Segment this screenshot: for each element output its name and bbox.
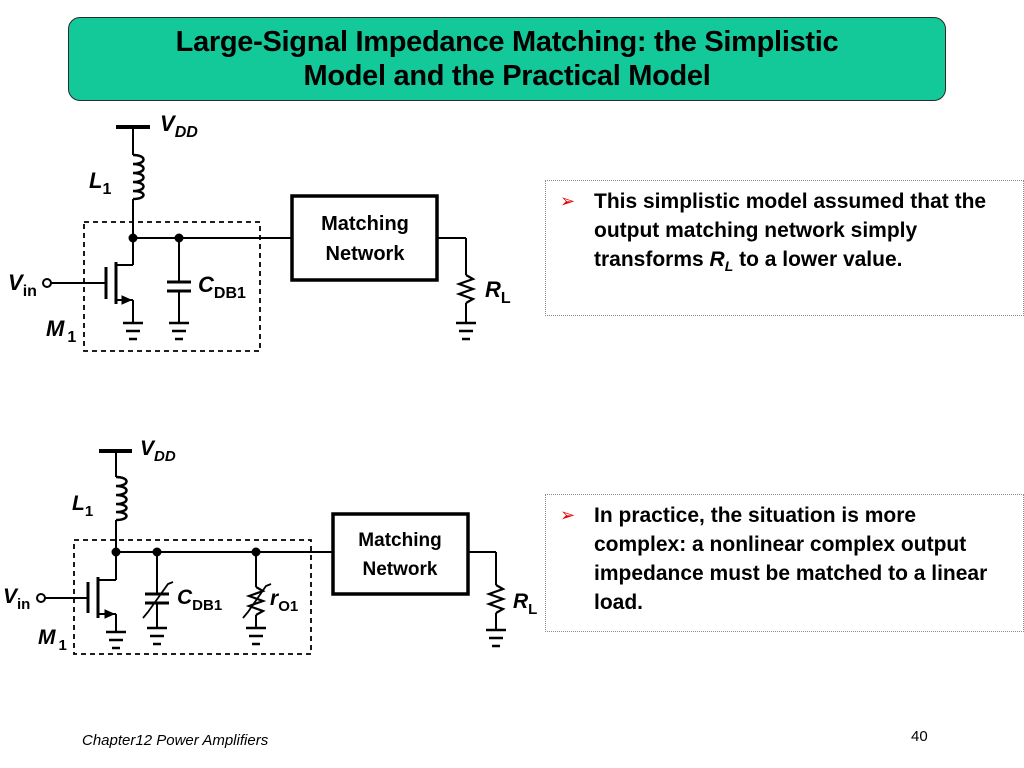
note-text-after: to a lower value. — [733, 248, 903, 271]
matching-network-block — [331, 512, 470, 596]
inductor-label: L1 — [89, 168, 111, 198]
transistor-arrow — [121, 295, 133, 305]
matching-network-label-2: Network — [326, 243, 406, 265]
load-symbol: R — [709, 248, 725, 271]
output-resistor-label: rO1 — [270, 587, 298, 615]
note-box-simplistic: ➢ This simplistic model assumed that the… — [545, 180, 1024, 316]
input-terminal — [42, 278, 52, 288]
transistor-arrow — [104, 609, 116, 619]
slide-title-line-2: Model and the Practical Model — [303, 60, 711, 92]
load-resistor — [455, 274, 477, 304]
input-terminal — [36, 593, 46, 603]
input-label: Vin — [8, 270, 37, 300]
vdd-label: VDD — [140, 437, 176, 465]
capacitor-label: CDB1 — [177, 586, 222, 614]
page-number: 40 — [911, 728, 928, 745]
nonlinear-slash — [142, 581, 174, 619]
note-text-before: This simplistic model assumed that the o… — [594, 190, 987, 271]
slide-title-line-1: Large-Signal Impedance Matching: the Sim… — [175, 26, 839, 58]
title-banner: Large-Signal Impedance Matching: the Sim… — [68, 17, 946, 101]
load-label: RL — [513, 590, 537, 618]
vdd-label: VDD — [160, 111, 198, 141]
load-label: RL — [485, 277, 511, 307]
load-subscript: L — [724, 258, 734, 275]
inductor-coil — [115, 475, 128, 522]
node-dot — [128, 233, 138, 243]
load-resistor — [485, 584, 507, 614]
device-boundary-box — [73, 539, 312, 655]
nonlinear-slash — [242, 583, 272, 619]
note-text-simplistic: This simplistic model assumed that the o… — [594, 187, 1011, 281]
inductor-coil — [132, 153, 145, 201]
input-label: Vin — [3, 585, 30, 613]
circuit-bottom — [36, 449, 507, 655]
matching-network-label-2: Network — [363, 559, 438, 580]
note-text-practical: In practice, the situation is more compl… — [594, 504, 988, 614]
footer-chapter: Chapter12 Power Amplifiers — [82, 732, 269, 749]
matching-network-label-1: Matching — [358, 530, 441, 551]
arrow-bullet-icon: ➢ — [560, 191, 576, 212]
inductor-label: L1 — [72, 492, 93, 520]
arrow-bullet-icon: ➢ — [560, 505, 576, 526]
matching-network-block — [290, 194, 439, 282]
note-box-practical: ➢ In practice, the situation is more com… — [545, 494, 1024, 632]
circuit-top — [42, 125, 477, 352]
matching-network-label-1: Matching — [321, 213, 409, 235]
capacitor-label: CDB1 — [198, 272, 246, 302]
node-dot — [111, 547, 121, 557]
